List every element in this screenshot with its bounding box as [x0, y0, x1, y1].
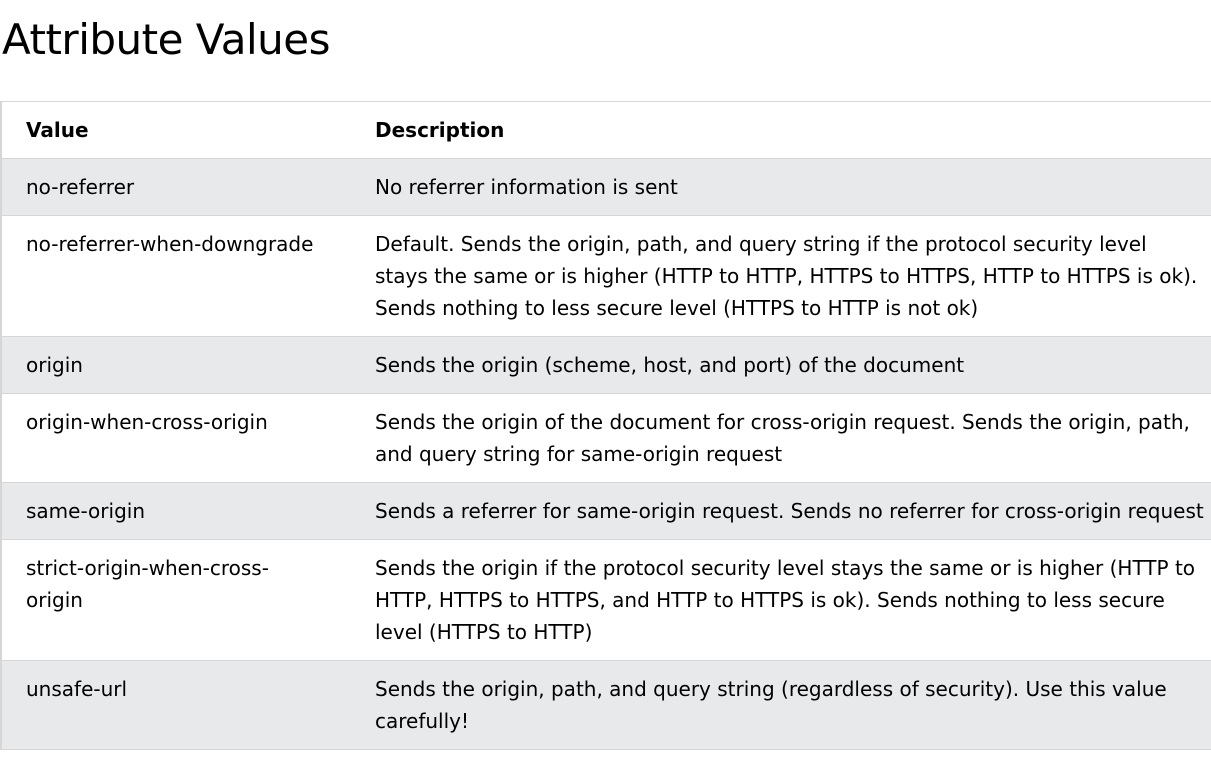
table-row: unsafe-url Sends the origin, path, and q…: [1, 660, 1211, 750]
cell-value: unsafe-url: [1, 660, 343, 750]
value-text: strict-origin-when-cross-origin: [26, 556, 269, 612]
cell-value: no-referrer: [1, 158, 343, 216]
description-text: Sends the origin (scheme, host, and port…: [375, 353, 965, 377]
cell-description: No referrer information is sent: [343, 158, 1211, 216]
table-row: no-referrer-when-downgrade Default. Send…: [1, 215, 1211, 337]
cell-description: Sends the origin if the protocol securit…: [343, 539, 1211, 661]
cell-value: no-referrer-when-downgrade: [1, 215, 343, 337]
page-title: Attribute Values: [2, 15, 331, 64]
table-header-row: Value Description: [1, 101, 1211, 159]
cell-description: Sends the origin, path, and query string…: [343, 660, 1211, 750]
table-row: origin-when-cross-origin Sends the origi…: [1, 393, 1211, 483]
table-row: strict-origin-when-cross-origin Sends th…: [1, 539, 1211, 661]
column-header-description: Description: [343, 101, 1211, 159]
cell-description: Sends a referrer for same-origin request…: [343, 482, 1211, 540]
cell-value: origin-when-cross-origin: [1, 393, 343, 483]
cell-value: same-origin: [1, 482, 343, 540]
cell-value: strict-origin-when-cross-origin: [1, 539, 343, 661]
cell-description: Sends the origin (scheme, host, and port…: [343, 336, 1211, 394]
description-text: No referrer information is sent: [375, 175, 678, 199]
description-text: Default. Sends the origin, path, and que…: [375, 232, 1198, 320]
description-text: Sends the origin, path, and query string…: [375, 677, 1167, 733]
description-text: Sends the origin of the document for cro…: [375, 410, 1190, 466]
description-text: Sends a referrer for same-origin request…: [375, 499, 1204, 523]
table-row: no-referrer No referrer information is s…: [1, 158, 1211, 216]
cell-description: Default. Sends the origin, path, and que…: [343, 215, 1211, 337]
description-text: Sends the origin if the protocol securit…: [375, 556, 1196, 644]
column-header-value: Value: [1, 101, 343, 159]
cell-value: origin: [1, 336, 343, 394]
table-row: origin Sends the origin (scheme, host, a…: [1, 336, 1211, 394]
attribute-values-table: Value Description no-referrer No referre…: [0, 101, 1211, 750]
cell-description: Sends the origin of the document for cro…: [343, 393, 1211, 483]
table-row: same-origin Sends a referrer for same-or…: [1, 482, 1211, 540]
